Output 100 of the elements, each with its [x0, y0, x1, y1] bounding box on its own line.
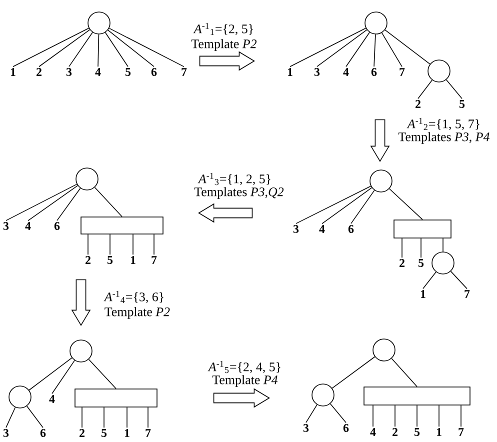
tree-line	[330, 403, 346, 423]
arrow-label: A$^{-1}$$_{1}$={2, 5}	[193, 22, 253, 36]
block-arrow	[199, 51, 255, 71]
leaf-label: 2	[36, 68, 42, 76]
tree-line	[332, 356, 376, 389]
block-arrow	[198, 203, 253, 223]
tree-line	[6, 184, 78, 221]
leaf-label: 5	[460, 100, 465, 108]
tree-line	[346, 32, 370, 68]
arrow-label: Templates P3, P4	[398, 132, 490, 144]
circle-node	[70, 340, 92, 362]
tree-line	[38, 29, 90, 68]
tree-line	[98, 34, 100, 68]
circle-node	[370, 170, 392, 192]
block-arrow	[370, 119, 390, 162]
leaf-label: 5	[126, 68, 131, 76]
leaf-label: 7	[458, 428, 464, 436]
leaf-label: 7	[146, 429, 151, 437]
rectangle-node	[80, 216, 164, 234]
tree-line	[384, 30, 430, 64]
tree-line	[316, 29, 368, 67]
leaf-label: 1	[288, 68, 292, 76]
rectangle-node	[364, 386, 470, 406]
arrow-label: Template P2	[191, 39, 257, 51]
tree-line	[438, 405, 440, 428]
tree-line	[372, 405, 374, 428]
circle-node	[312, 384, 334, 406]
circle-node	[432, 252, 454, 274]
tree-line	[418, 80, 432, 100]
tree-line	[28, 185, 78, 222]
leaf-label: 7	[152, 256, 157, 264]
tree-line	[306, 404, 318, 423]
leaf-label: 6	[343, 424, 349, 432]
leaf-label: 1	[420, 290, 426, 298]
tree-line	[322, 187, 372, 224]
tree-line	[391, 358, 418, 387]
rectangle-node	[74, 388, 158, 408]
leaf-label: 2	[80, 429, 84, 437]
leaf-label: 5	[102, 429, 107, 437]
tree-line	[126, 407, 128, 428]
tree-line	[68, 32, 93, 67]
tree-line	[442, 238, 444, 252]
leaf-label: 7	[400, 68, 405, 76]
leaf-label: 4	[25, 222, 31, 230]
leaf-label: 2	[400, 259, 404, 267]
leaf-label: 4	[370, 428, 376, 436]
tree-line	[6, 406, 16, 428]
leaf-label: 2	[86, 256, 90, 264]
tree-line	[52, 360, 75, 394]
arrow-label: Template P2	[104, 307, 170, 319]
tree-line	[26, 406, 44, 428]
leaf-label: 3	[293, 224, 299, 233]
leaf-label: 2	[392, 428, 398, 436]
tree-line	[88, 358, 116, 389]
tree-line	[381, 32, 402, 68]
tree-line	[420, 238, 422, 258]
leaf-label: 1	[10, 68, 16, 76]
circle-node	[428, 60, 450, 82]
tree-line	[108, 30, 154, 67]
leaf-label: 3	[3, 222, 9, 230]
tree-line	[290, 28, 366, 68]
leaf-label: 6	[348, 224, 354, 233]
tree-line	[12, 28, 90, 68]
leaf-label: 7	[464, 290, 470, 298]
tree-line	[394, 405, 396, 428]
arrow-label: A$^{-1}$$_{3}$={1, 2, 5}	[198, 172, 270, 186]
tree-line	[388, 188, 423, 220]
leaf-label: 3	[314, 68, 320, 76]
block-arrow	[71, 279, 91, 326]
leaf-label: 1	[436, 428, 442, 436]
arrow-label: Template P4	[212, 375, 278, 387]
circle-node	[8, 386, 32, 408]
leaf-label: 6	[151, 68, 157, 76]
tree-line	[28, 357, 72, 391]
leaf-label: 4	[49, 395, 55, 403]
arrow-label: A$^{-1}$$_{2}$={1, 5, 7}	[406, 118, 480, 130]
leaf-label: 2	[416, 100, 420, 108]
tree-line	[446, 79, 462, 100]
circle-node	[88, 12, 110, 34]
leaf-label: 6	[40, 428, 46, 437]
leaf-label: 6	[54, 222, 60, 230]
leaf-label: 6	[371, 68, 377, 76]
tree-line	[94, 186, 122, 217]
leaf-label: 1	[124, 429, 130, 437]
tree-line	[450, 270, 468, 290]
tree-line	[56, 188, 81, 221]
rectangle-node	[394, 220, 452, 238]
leaf-label: 1	[130, 256, 136, 264]
leaf-label: 5	[108, 256, 113, 264]
leaf-label: 5	[418, 259, 424, 267]
leaf-label: 3	[66, 68, 72, 76]
block-arrow	[213, 388, 270, 408]
tree-line	[132, 234, 134, 256]
leaf-label: 4	[343, 68, 349, 76]
leaf-label: 3	[303, 424, 309, 432]
circle-node	[372, 338, 396, 362]
arrow-label: A$^{-1}$$_{5}$={2, 4, 5}	[208, 360, 280, 374]
tree-line	[374, 34, 376, 67]
tree-line	[350, 190, 375, 224]
tree-line	[422, 272, 436, 290]
